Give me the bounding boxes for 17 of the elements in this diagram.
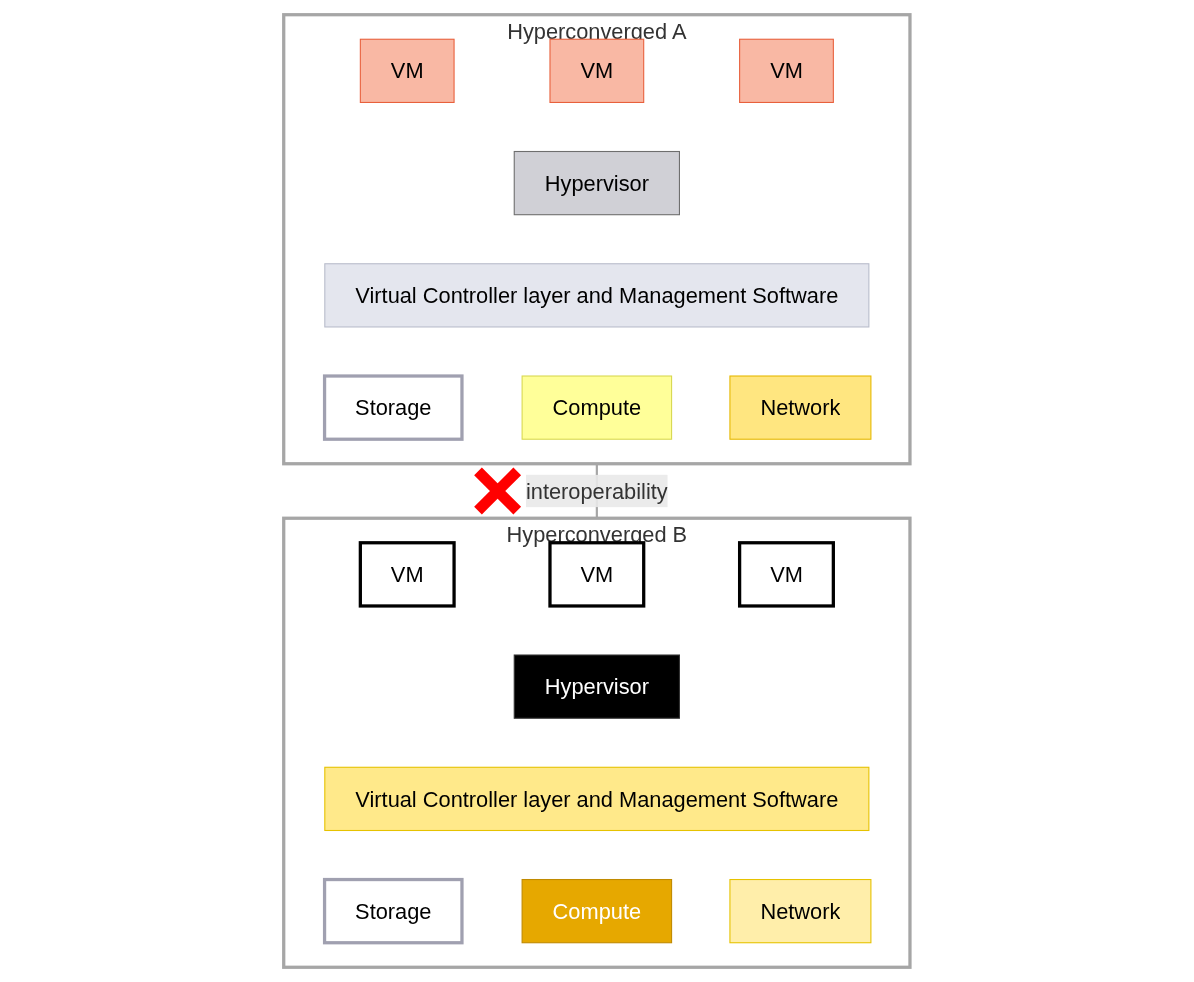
node-box: VM <box>738 541 836 608</box>
node-box: VM <box>739 38 835 103</box>
node-box: VM <box>549 38 645 103</box>
node-box: Network <box>729 375 872 440</box>
node-box: Network <box>729 879 872 944</box>
node-box: VM <box>358 541 456 608</box>
node-box: Hypervisor <box>513 150 681 216</box>
node-box: VM <box>359 38 455 103</box>
node-box: Compute <box>521 879 673 944</box>
node-box: Compute <box>521 375 673 440</box>
node-box: Virtual Controller layer and Management Software <box>324 766 870 832</box>
node-box: VM <box>548 541 646 608</box>
node-box: Hypervisor <box>513 654 681 719</box>
node-box: Virtual Controller layer and Management Software <box>324 263 870 328</box>
edge-label: interoperability <box>526 479 668 503</box>
node-box: Storage <box>323 374 464 441</box>
node-box: Storage <box>323 877 464 945</box>
